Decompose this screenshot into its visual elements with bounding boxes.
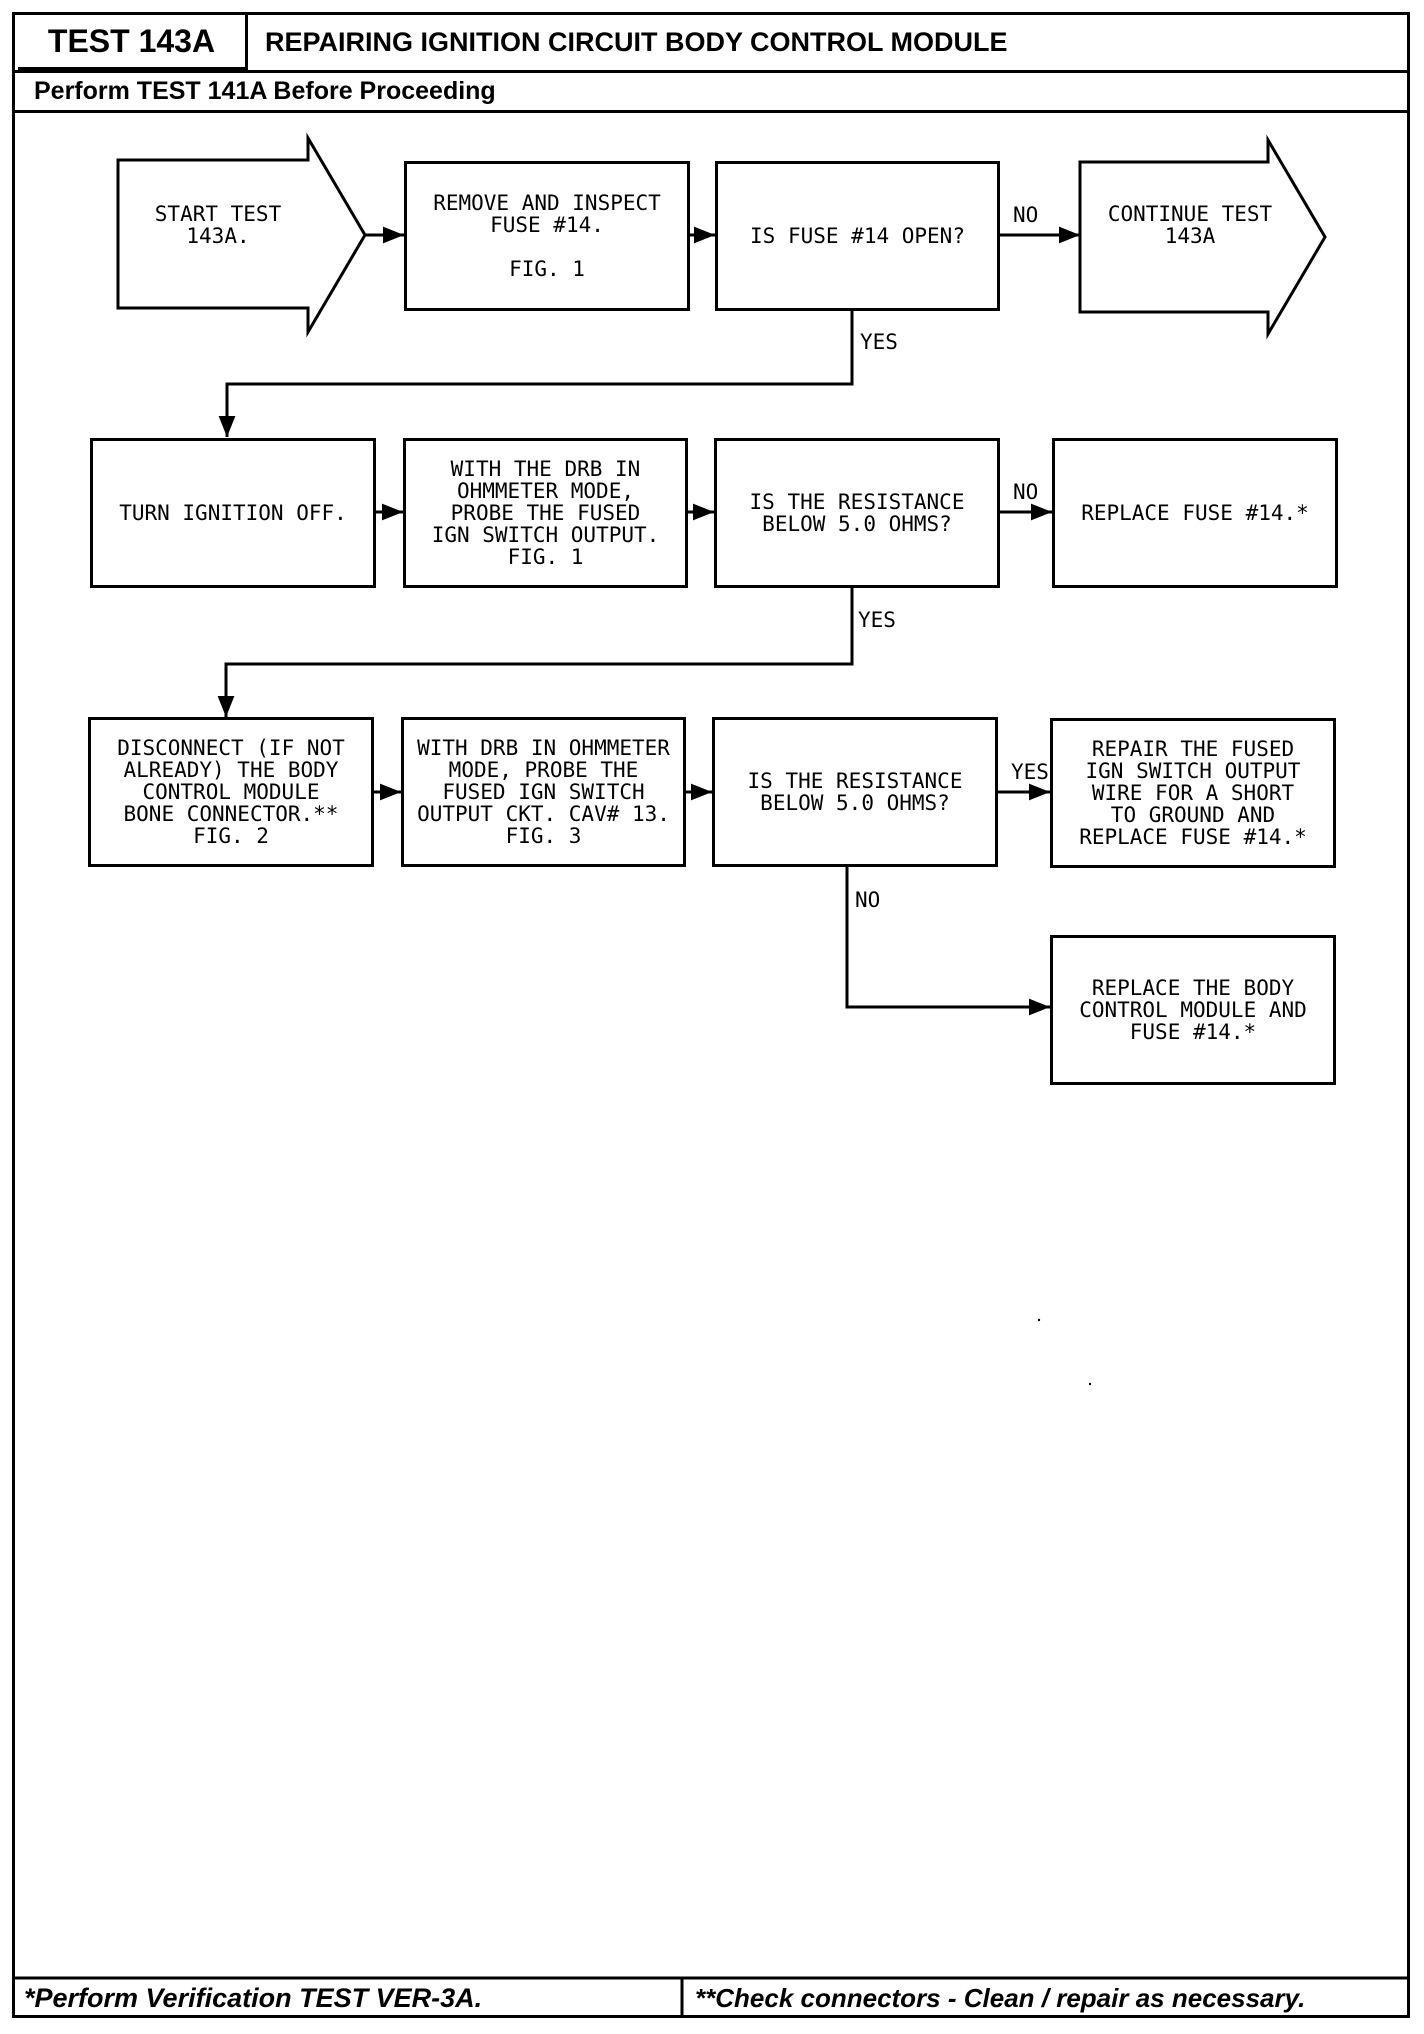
speck xyxy=(1037,1318,1041,1322)
yes-label-3: YES xyxy=(1011,760,1049,784)
start-arrow-shape xyxy=(116,132,367,338)
replace-bcm-box: REPLACE THE BODY CONTROL MODULE AND FUSE… xyxy=(1050,935,1336,1085)
repair-wire-box: REPAIR THE FUSED IGN SWITCH OUTPUT WIRE … xyxy=(1050,718,1336,868)
remove-inspect-fuse-box: REMOVE AND INSPECT FUSE #14. FIG. 1 xyxy=(404,161,690,311)
resistance-decision-box-1: IS THE RESISTANCE BELOW 5.0 OHMS? xyxy=(714,438,1000,588)
continue-arrow-shape xyxy=(1078,134,1327,340)
no-label-1: NO xyxy=(1013,203,1039,227)
continue-test-node: CONTINUE TEST 143A xyxy=(1107,202,1273,248)
connector-yes-to-disconnect xyxy=(217,588,854,717)
connector-yes-to-ignition-off xyxy=(218,310,854,437)
turn-ignition-off-box: TURN IGNITION OFF. xyxy=(90,438,376,588)
title-divider xyxy=(15,70,1407,73)
replace-fuse-box: REPLACE FUSE #14.* xyxy=(1052,438,1338,588)
page-frame xyxy=(12,12,1410,2018)
connector-no-to-replace-bcm xyxy=(845,867,1050,1016)
speck xyxy=(1088,1382,1092,1386)
probe-fused-ign-box: WITH THE DRB IN OHMMETER MODE, PROBE THE… xyxy=(403,438,688,588)
page-title: REPAIRING IGNITION CIRCUIT BODY CONTROL … xyxy=(265,27,1008,57)
probe-cav13-box: WITH DRB IN OHMMETER MODE, PROBE THE FUS… xyxy=(401,717,686,867)
disconnect-bcm-connector-box: DISCONNECT (IF NOT ALREADY) THE BODY CON… xyxy=(88,717,374,867)
yes-label-2: YES xyxy=(858,608,896,632)
footer-right-note: **Check connectors - Clean / repair as n… xyxy=(695,1982,1306,2013)
test-id: TEST 143A xyxy=(18,15,248,70)
resistance-decision-box-2: IS THE RESISTANCE BELOW 5.0 OHMS? xyxy=(712,717,998,867)
footer-left-note: *Perform Verification TEST VER-3A. xyxy=(24,1982,483,2013)
yes-label-1: YES xyxy=(860,330,898,354)
page-subtitle: Perform TEST 141A Before Proceeding xyxy=(34,76,496,105)
no-label-3: NO xyxy=(855,888,881,912)
fuse-open-decision-box: IS FUSE #14 OPEN? xyxy=(715,161,1000,311)
no-label-2: NO xyxy=(1013,480,1039,504)
subtitle-divider xyxy=(15,110,1407,113)
start-test-node: START TEST 143A. xyxy=(154,202,282,248)
